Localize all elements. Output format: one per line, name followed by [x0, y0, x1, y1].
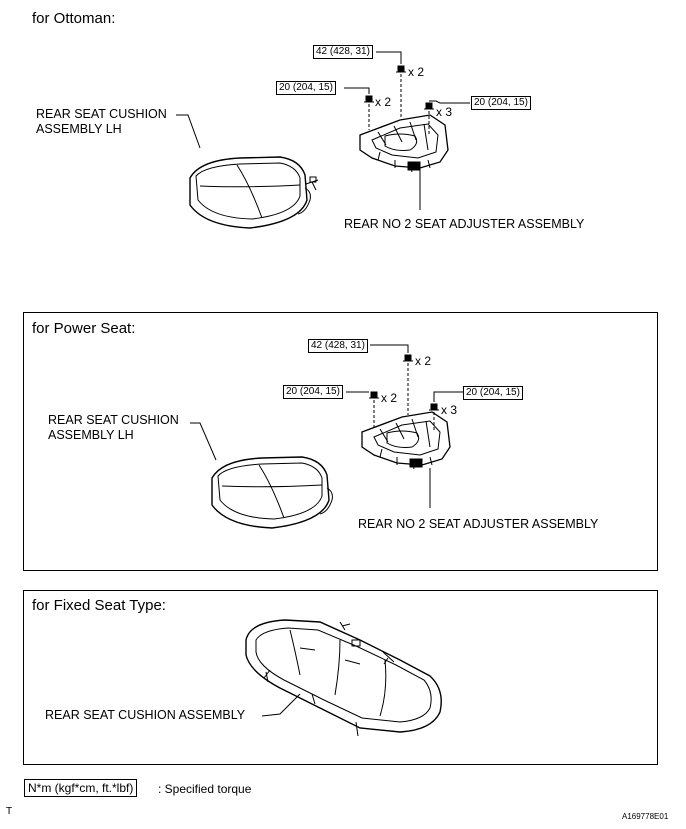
legend-torque-unit-box: N*m (kgf*cm, ft.*lbf): [24, 779, 138, 797]
ottoman-cushion-leader: [176, 114, 201, 149]
power-section-title: for Power Seat:: [32, 320, 136, 337]
ottoman-qty-right: x 3: [436, 105, 453, 119]
power-bolts: [369, 354, 439, 432]
power-cushion-label-line2: ASSEMBLY LH: [48, 428, 134, 442]
fixed-seat-section-box: [23, 590, 658, 765]
fixed-seat-cushion-illustration: [245, 619, 442, 737]
ottoman-cushion-label-line1: REAR SEAT CUSHION: [36, 107, 167, 121]
power-qty-right: x 3: [441, 403, 458, 417]
fixed-cushion-label: REAR SEAT CUSHION ASSEMBLY: [45, 708, 246, 722]
power-seat-cushion-illustration: [211, 456, 333, 529]
ottoman-torque-top: 42 (428, 31): [313, 45, 373, 59]
ottoman-torque-right: 20 (204, 15): [471, 96, 531, 110]
figure-id: A169778E01: [622, 812, 669, 821]
power-torque-right: 20 (204, 15): [463, 386, 523, 400]
ottoman-adjuster-label: REAR NO 2 SEAT ADJUSTER ASSEMBLY: [344, 217, 585, 231]
power-qty-top: x 2: [415, 354, 432, 368]
footer-left-mark: T: [6, 806, 13, 817]
power-adjuster-label: REAR NO 2 SEAT ADJUSTER ASSEMBLY: [358, 517, 599, 531]
ottoman-seat-cushion-illustration: [189, 156, 319, 229]
power-qty-left: x 2: [381, 391, 398, 405]
power-cushion-label-line1: REAR SEAT CUSHION: [48, 413, 179, 427]
legend-description: : Specified torque: [158, 782, 252, 796]
power-torque-left: 20 (204, 15): [283, 385, 343, 399]
ottoman-torque-left: 20 (204, 15): [276, 81, 336, 95]
ottoman-bolts: [364, 65, 434, 135]
power-torque-top: 42 (428, 31): [308, 339, 368, 353]
power-adjuster-illustration: [361, 411, 451, 470]
power-seat-section-box: [23, 312, 658, 571]
ottoman-cushion-label-line2: ASSEMBLY LH: [36, 122, 122, 136]
ottoman-section-title: for Ottoman:: [32, 10, 116, 27]
ottoman-qty-top: x 2: [408, 65, 425, 79]
fixed-section-title: for Fixed Seat Type:: [32, 597, 166, 614]
fixed-cushion-leader: [261, 693, 301, 717]
power-cushion-leader: [190, 422, 217, 461]
ottoman-qty-left: x 2: [375, 95, 392, 109]
ottoman-adjuster-illustration: [359, 114, 449, 173]
